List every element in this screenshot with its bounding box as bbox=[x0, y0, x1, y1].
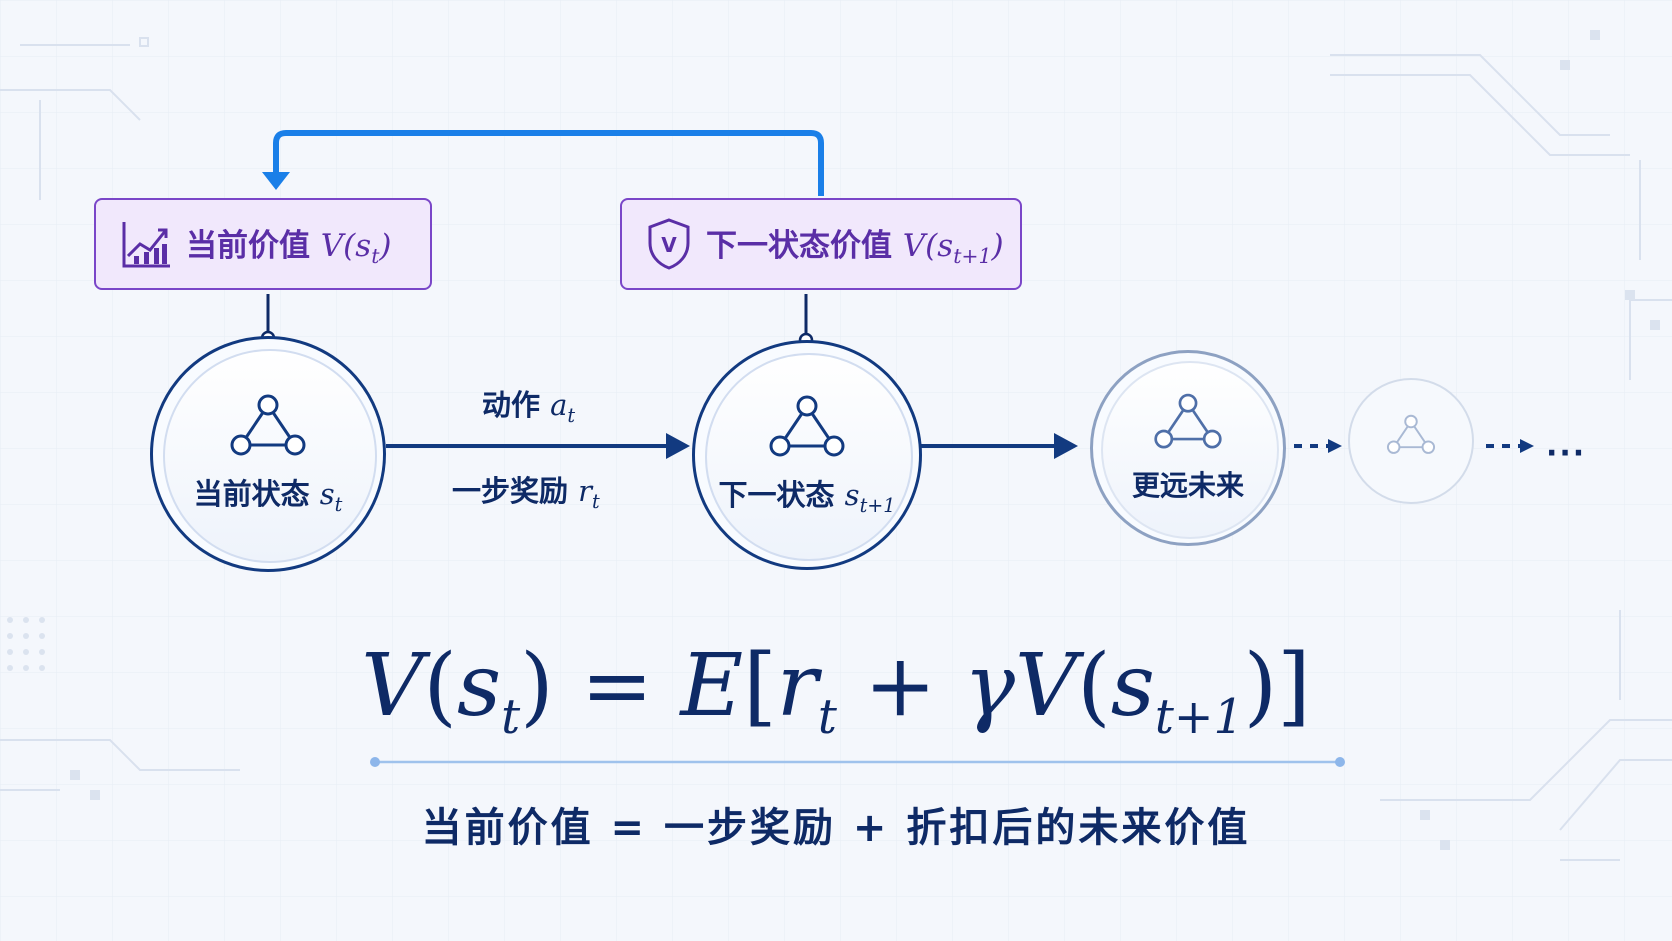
circuit-decoration bbox=[0, 37, 1672, 861]
future-label: 更远未来 bbox=[1131, 469, 1244, 502]
dot-decoration bbox=[7, 30, 1660, 850]
underline-dot-left bbox=[370, 757, 380, 767]
ellipsis: ··· bbox=[1546, 436, 1587, 471]
next-value-box: V 下一状态价值 V(st+1) bbox=[620, 198, 1022, 290]
current-value-math: V(st) bbox=[320, 227, 392, 269]
next-value-math: V(st+1) bbox=[902, 227, 1004, 269]
distant-future-node bbox=[1348, 378, 1474, 504]
current-state-node: 当前状态 st bbox=[150, 336, 386, 572]
dashed-arrowhead-1 bbox=[1328, 439, 1342, 453]
svg-text:V: V bbox=[661, 233, 677, 257]
action-label: 动作 at bbox=[482, 388, 576, 427]
network-triangle-icon bbox=[1154, 393, 1222, 449]
reward-label: 一步奖励 rt bbox=[452, 474, 600, 513]
next-state-node: 下一状态 st+1 bbox=[692, 340, 922, 570]
next-value-label: 下一状态价值 V(st+1) bbox=[706, 227, 1004, 269]
transition-arrowhead bbox=[666, 433, 690, 459]
future-node: 更远未来 bbox=[1090, 350, 1286, 546]
feedback-arrowhead bbox=[262, 172, 290, 190]
current-state-label: 当前状态 st bbox=[193, 476, 343, 516]
network-triangle-icon bbox=[230, 394, 306, 456]
shield-v-icon: V bbox=[648, 218, 690, 270]
current-value-box: 当前价值 V(st) bbox=[94, 198, 432, 290]
future-arrowhead bbox=[1054, 433, 1078, 459]
current-value-label: 当前价值 V(st) bbox=[186, 227, 392, 269]
feedback-arrow bbox=[273, 130, 824, 196]
underline-dot-right bbox=[1335, 757, 1345, 767]
dashed-arrowhead-2 bbox=[1520, 439, 1534, 453]
bellman-equation: V(st) = E[rt + γV(st+1)] bbox=[361, 636, 1311, 746]
chart-trend-icon bbox=[122, 222, 170, 268]
next-state-label: 下一状态 st+1 bbox=[718, 477, 896, 517]
equation-caption: 当前价值 = 一步奖励 + 折扣后的未来价值 bbox=[421, 805, 1251, 851]
network-triangle-icon bbox=[769, 395, 845, 457]
network-triangle-icon bbox=[1386, 414, 1436, 454]
